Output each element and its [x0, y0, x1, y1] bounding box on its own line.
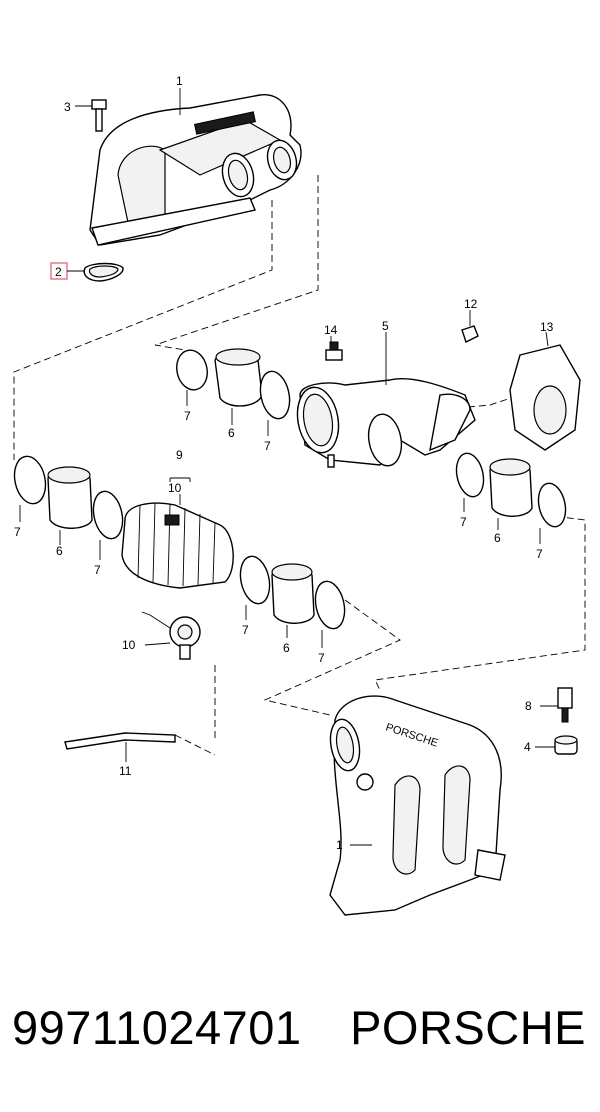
throttle-body [509, 331, 581, 451]
callout-label: 6 [56, 544, 63, 558]
callout-label: 14 [324, 323, 338, 337]
callout-label: 7 [264, 439, 271, 453]
grommet [535, 735, 578, 755]
coupling-sleeve [271, 563, 315, 638]
hose-clamp [239, 555, 271, 620]
callout-label: 6 [228, 426, 235, 440]
hose-clamp [176, 349, 208, 406]
part-number: 99711024701 [12, 1001, 302, 1054]
callout-label: 9 [176, 448, 183, 462]
hose-clamp [92, 490, 124, 560]
callout-label: 7 [318, 651, 325, 665]
bolt [75, 99, 107, 132]
hose-clamp [537, 482, 567, 544]
callout-label: 12 [464, 297, 478, 311]
check-valve [141, 611, 201, 660]
callout-label: 1 [176, 74, 183, 88]
callout-label: 11 [119, 764, 132, 778]
intake-manifold-upper [89, 94, 302, 246]
hose-clamp [455, 452, 485, 512]
callout-label: 10 [168, 481, 182, 495]
callout-label: 7 [14, 525, 21, 539]
callout-label: 8 [525, 699, 532, 713]
callout-label: 7 [536, 547, 543, 561]
intake-manifold-lower [329, 695, 506, 916]
callout-label: 7 [184, 409, 191, 423]
callout-label: 7 [94, 563, 101, 577]
callout-labels: 1 3 2 12 14 5 13 7 6 7 9 10 7 6 7 7 6 7 … [14, 74, 554, 852]
callout-label: 10 [122, 638, 136, 652]
callout-label: 6 [283, 641, 290, 655]
hose-clamp [259, 370, 291, 436]
exploded-parts-diagram: 1 3 2 12 14 5 13 7 6 7 9 10 7 6 7 7 6 7 … [13, 74, 586, 916]
callout-label: 6 [494, 531, 501, 545]
temperature-sensor [540, 687, 573, 723]
callout-label: 13 [540, 320, 554, 334]
callout-label: 5 [382, 319, 389, 333]
callout-label: 7 [242, 623, 249, 637]
intake-pipe [296, 332, 476, 468]
hose-clamp [314, 580, 346, 648]
callout-label: 3 [64, 100, 71, 114]
gasket [50, 262, 124, 282]
coupling-sleeve [47, 466, 93, 545]
callout-label: 1 [336, 838, 343, 852]
callout-label: 2 [55, 265, 62, 279]
vacuum-hose [64, 732, 176, 762]
hose-clamp [13, 455, 47, 522]
brand-name: PORSCHE [350, 1001, 586, 1054]
intake-boot [121, 477, 234, 589]
callout-label: 4 [524, 740, 531, 754]
callout-label: 7 [460, 515, 467, 529]
coupling-sleeve [214, 348, 263, 425]
nut [461, 310, 479, 343]
assembly-guide-lines [13, 175, 586, 756]
coupling-sleeve [489, 458, 533, 530]
sensor [325, 336, 343, 361]
